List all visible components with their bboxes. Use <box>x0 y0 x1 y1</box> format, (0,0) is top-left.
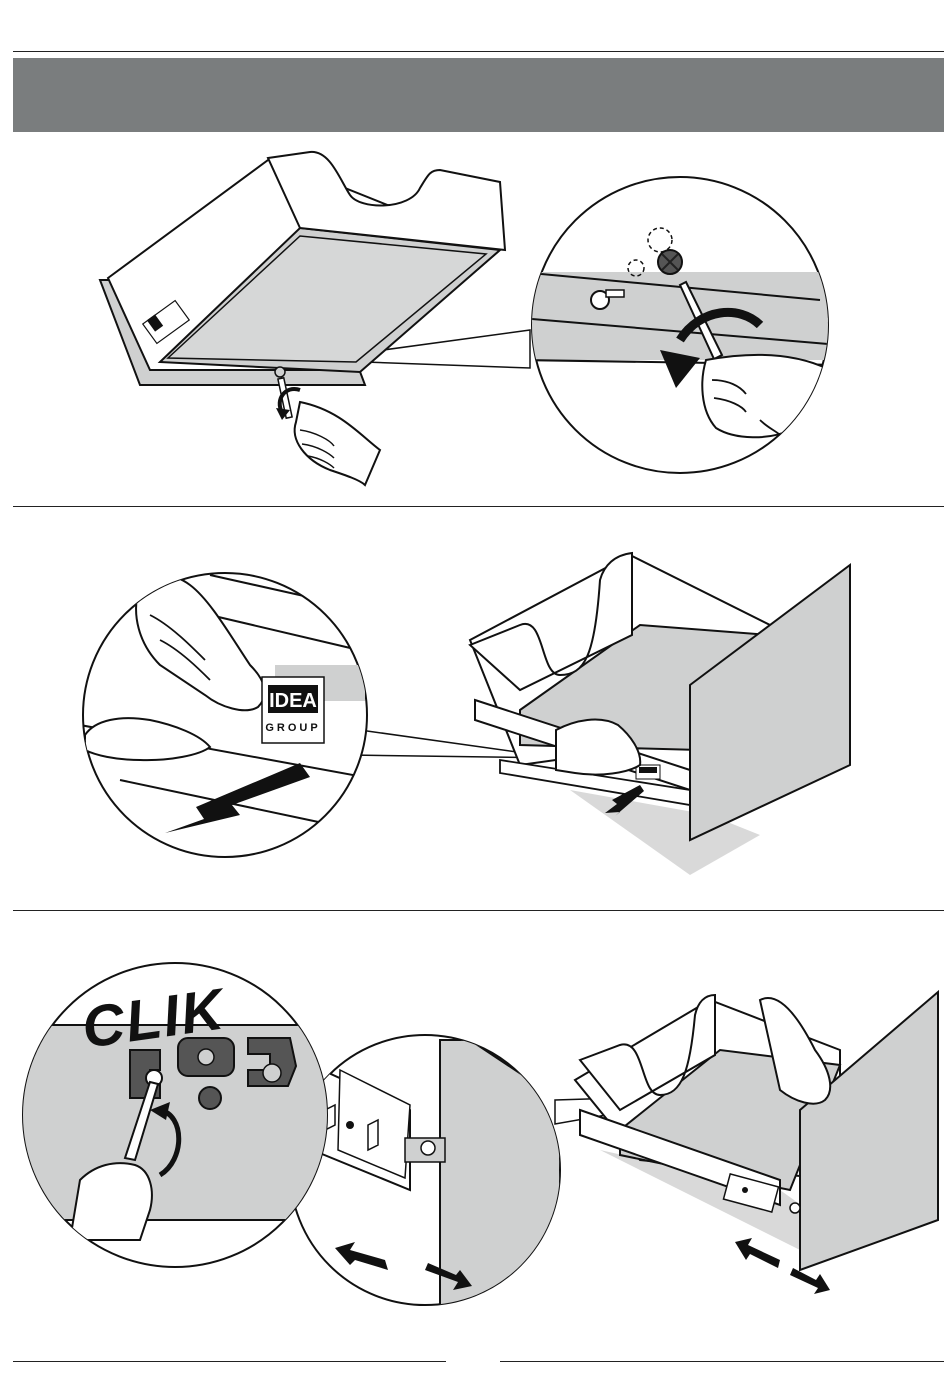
idea-group-label-tiny <box>636 765 660 779</box>
step-2-rule <box>13 910 944 911</box>
bottom-rule-left <box>13 1361 446 1362</box>
logo-line-1: IDEA <box>269 690 317 712</box>
top-rule <box>13 51 944 52</box>
header-band <box>13 58 944 132</box>
zoom-circle-step-1 <box>520 177 840 473</box>
idea-group-logo: IDEA GROUP <box>262 677 324 743</box>
drawer-box-front-view <box>470 553 850 875</box>
zoom-circle-step-3-bracket <box>290 1035 560 1310</box>
drawer-box-step-3 <box>575 992 938 1294</box>
step-2-illustration: IDEA GROUP <box>0 515 950 905</box>
step-1-illustration <box>0 140 950 500</box>
step-3-illustration: CLIK <box>0 920 950 1310</box>
zoom-circle-step-2: IDEA GROUP <box>80 573 380 857</box>
zoom-circle-step-3-clik: CLIK <box>20 963 330 1267</box>
bottom-rule-right <box>500 1361 944 1362</box>
hand-icon <box>295 402 380 485</box>
step-1-rule <box>13 506 944 507</box>
logo-line-2: GROUP <box>265 722 320 734</box>
